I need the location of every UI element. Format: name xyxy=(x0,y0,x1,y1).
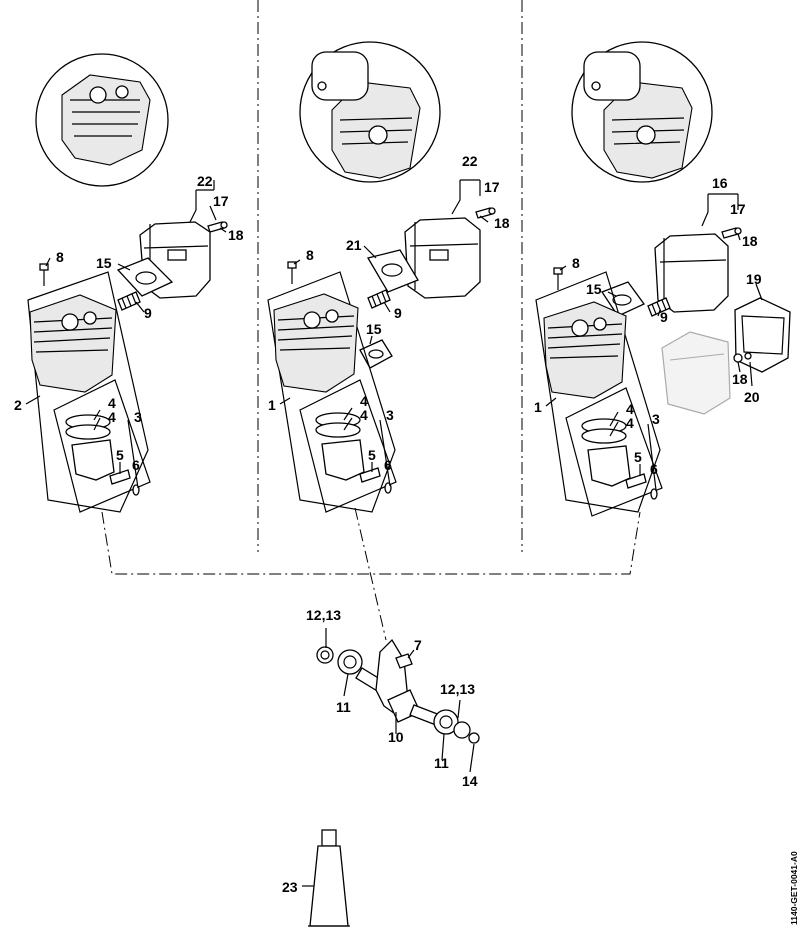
document-code: 1140-GET-0041-A0 xyxy=(789,851,799,925)
label-10: 10 xyxy=(388,729,404,745)
label-9: 9 xyxy=(144,305,152,321)
label-4: 4 xyxy=(360,393,368,409)
label-18: 18 xyxy=(742,233,758,249)
spring-9c xyxy=(647,297,671,317)
label-16: 16 xyxy=(712,175,728,191)
cover-19 xyxy=(734,297,791,373)
label-4: 4 xyxy=(626,401,634,417)
muffler-16 xyxy=(654,233,729,313)
label-3: 3 xyxy=(134,409,142,425)
label-4: 4 xyxy=(108,395,116,411)
label-5: 5 xyxy=(116,447,124,463)
column-separators xyxy=(257,0,523,552)
cylinder-kit-2 xyxy=(27,271,151,513)
label-15: 15 xyxy=(96,255,112,271)
muffler-22b xyxy=(404,217,481,299)
label-17: 17 xyxy=(213,193,229,209)
label-1: 1 xyxy=(268,397,276,413)
variant-2-group xyxy=(267,41,496,513)
label-9: 9 xyxy=(660,309,668,325)
label-3: 3 xyxy=(386,407,394,423)
label-8: 8 xyxy=(306,247,314,263)
label-14: 14 xyxy=(462,773,478,789)
cylinder-kit-1c xyxy=(535,271,663,517)
label-5: 5 xyxy=(634,449,642,465)
bolt-8 xyxy=(39,263,49,286)
detail-circle-3 xyxy=(571,41,713,183)
label-4: 4 xyxy=(626,415,634,431)
label-18: 18 xyxy=(732,371,748,387)
assembly-connector-lines xyxy=(101,507,641,641)
cylinder-kit-1b xyxy=(267,271,397,513)
label-6: 6 xyxy=(132,457,140,473)
spring-9b xyxy=(367,289,391,309)
spring-9 xyxy=(117,291,141,311)
label-19: 19 xyxy=(746,271,762,287)
bolt-8c xyxy=(553,267,563,290)
screw-18-20 xyxy=(733,352,752,363)
label-18: 18 xyxy=(228,227,244,243)
label-6: 6 xyxy=(650,461,658,477)
label-8: 8 xyxy=(572,255,580,271)
grease-tube-23 xyxy=(308,829,350,927)
shroud-dimmed xyxy=(661,331,731,415)
label-11: 11 xyxy=(336,699,351,715)
gasket-15 xyxy=(116,257,174,297)
leader-lines xyxy=(25,179,763,887)
detail-circle-2 xyxy=(299,41,441,183)
label-22: 22 xyxy=(462,153,478,169)
detail-circle-1 xyxy=(35,53,169,187)
label-8: 8 xyxy=(56,249,64,265)
label-22: 22 xyxy=(197,173,213,189)
label-15: 15 xyxy=(586,281,602,297)
label-3: 3 xyxy=(652,411,660,427)
label-11: 11 xyxy=(434,755,449,771)
variant-3-group xyxy=(535,41,791,517)
label-20: 20 xyxy=(744,389,760,405)
label-5: 5 xyxy=(368,447,376,463)
label-7: 7 xyxy=(414,637,422,653)
label-17: 17 xyxy=(730,201,746,217)
crankshaft-assembly xyxy=(316,638,480,744)
screw-17-18c xyxy=(721,227,742,239)
label-4: 4 xyxy=(360,407,368,423)
screw-17-18b xyxy=(475,207,496,219)
label-17: 17 xyxy=(484,179,500,195)
label-23: 23 xyxy=(282,879,298,895)
label-1: 1 xyxy=(534,399,542,415)
label-2: 2 xyxy=(14,397,22,413)
label-18: 18 xyxy=(494,215,510,231)
label-12-13: 12,13 xyxy=(306,607,341,623)
variant-1-group xyxy=(27,53,228,513)
label-15: 15 xyxy=(366,321,382,337)
label-12-13: 12,13 xyxy=(440,681,475,697)
screw-17-18 xyxy=(207,221,228,233)
label-4: 4 xyxy=(108,409,116,425)
label-9: 9 xyxy=(394,305,402,321)
gasket-21 xyxy=(366,249,419,293)
bolt-8b xyxy=(287,261,297,284)
label-21: 21 xyxy=(346,237,362,253)
label-6: 6 xyxy=(384,457,392,473)
callout-labels: 22 17 18 15 8 9 2 4 4 3 5 6 22 17 18 21 … xyxy=(14,153,762,895)
gasket-15c xyxy=(601,281,645,317)
